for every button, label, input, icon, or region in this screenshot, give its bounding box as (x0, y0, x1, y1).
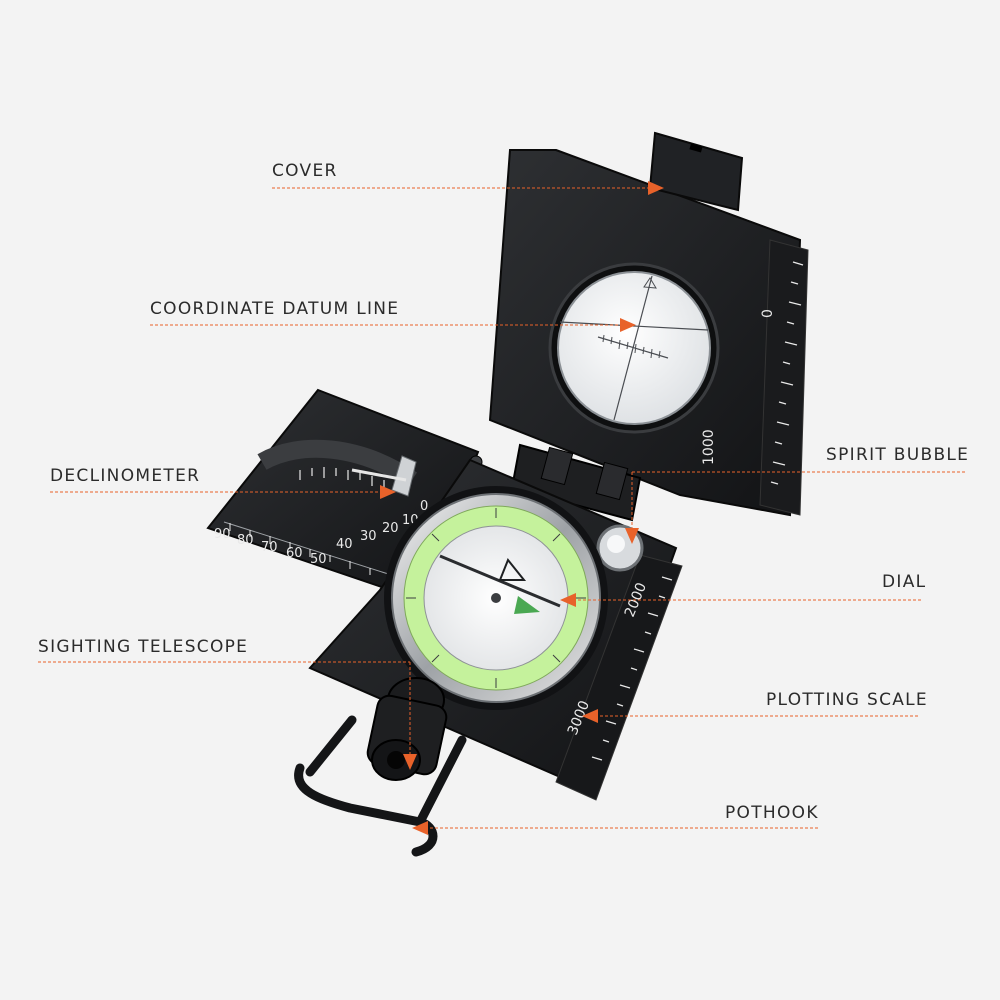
plotting-scale-ticks (591, 576, 673, 761)
plotting-scale-arrow-icon (582, 709, 598, 723)
lid-scale-mark-1000: 1000 (701, 429, 717, 465)
cover-lid: 0 1000 (488, 131, 809, 517)
declinometer-num-40: 40 (336, 537, 353, 552)
sighting-telescope (366, 677, 448, 781)
declinometer-num-80: 80 (237, 533, 254, 548)
declinometer-num-20: 20 (382, 521, 399, 536)
declinometer-num-70: 70 (261, 540, 278, 555)
coordinate-datum-line (559, 275, 709, 421)
declinometer-scale-numbers: 90 80 70 60 50 40 30 20 10 0 (214, 499, 428, 567)
dial-arrow-icon (560, 593, 576, 607)
pothook-arrow-icon (412, 821, 428, 835)
green-marker-icon (514, 596, 540, 614)
declinometer-num-60: 60 (286, 546, 303, 561)
declinometer-num-30: 30 (360, 529, 377, 544)
lid-scale-mark-0: 0 (760, 309, 776, 318)
coordinate-datum-line-label: COORDINATE DATUM LINE (150, 299, 400, 319)
spirit-bubble-arrow-icon (625, 528, 639, 544)
cover-label: COVER (272, 161, 338, 181)
declinometer-num-0: 0 (420, 499, 428, 514)
hinge (510, 443, 642, 522)
lens-scale-ticks (602, 334, 661, 359)
telescope-arrow-icon (403, 754, 417, 770)
compass-dial (384, 486, 608, 710)
plotting-scale-label: PLOTTING SCALE (766, 690, 928, 710)
declinometer-arc-ticks (299, 467, 385, 488)
cover-arrow-icon (648, 181, 664, 195)
callout-leaders (38, 187, 965, 829)
declinometer-num-90: 90 (214, 527, 231, 542)
north-triangle-icon (498, 558, 527, 581)
spirit-bubble-label: SPIRIT BUBBLE (826, 445, 970, 465)
declinometer-num-50: 50 (310, 552, 327, 567)
dial-ticks (406, 508, 586, 688)
sighting-telescope-label: SIGHTING TELESCOPE (38, 637, 249, 657)
declinometer-label: DECLINOMETER (50, 466, 201, 486)
callout-arrows (380, 181, 664, 835)
datum-line-arrow-icon (620, 318, 636, 332)
pothook (294, 715, 467, 857)
declinometer-arrow-icon (380, 485, 396, 499)
lid-scale-ticks (770, 261, 804, 485)
pothook-label: POTHOOK (725, 803, 819, 823)
dial-label: DIAL (882, 572, 927, 592)
